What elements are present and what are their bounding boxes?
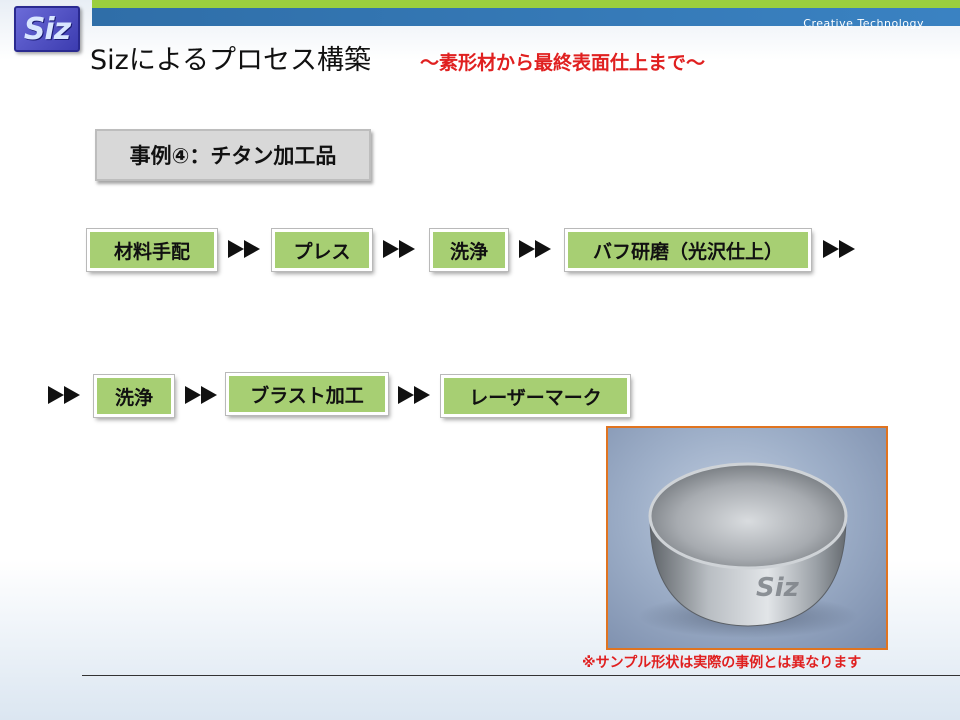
bowl-engraving: Siz [756,573,800,603]
step-laser-marking: レーザーマーク [441,375,630,417]
double-arrow-icon [383,240,415,258]
slide-title: Sizによるプロセス構築 [90,38,371,77]
slide-subtitle: ～素形材から最終表面仕上まで～ [420,48,705,75]
step-blasting: ブラスト加工 [226,373,388,415]
step-washing-2: 洗浄 [94,375,174,417]
step-material-procurement: 材料手配 [87,229,217,271]
brand-tagline: Creative Technology [803,17,924,30]
footer-divider [82,675,960,676]
double-arrow-icon [398,386,430,404]
double-arrow-icon [519,240,551,258]
sample-shape-note: ※サンプル形状は実際の事例とは異なります [582,652,861,672]
titanium-bowl-photo: Siz [606,426,888,650]
step-washing: 洗浄 [430,229,508,271]
step-buff-polishing: バフ研磨（光沢仕上） [565,229,811,271]
case-label-box: 事例④：チタン加工品 [95,129,371,181]
double-arrow-icon [185,386,217,404]
double-arrow-icon [823,240,855,258]
double-arrow-icon [48,386,80,404]
top-green-bar [92,0,960,8]
step-press: プレス [272,229,372,271]
double-arrow-icon [228,240,260,258]
bowl-illustration: Siz [608,428,886,648]
top-blue-bar: Creative Technology [92,8,960,26]
logo-text: Siz [24,12,70,47]
siz-logo: Siz [14,6,80,52]
